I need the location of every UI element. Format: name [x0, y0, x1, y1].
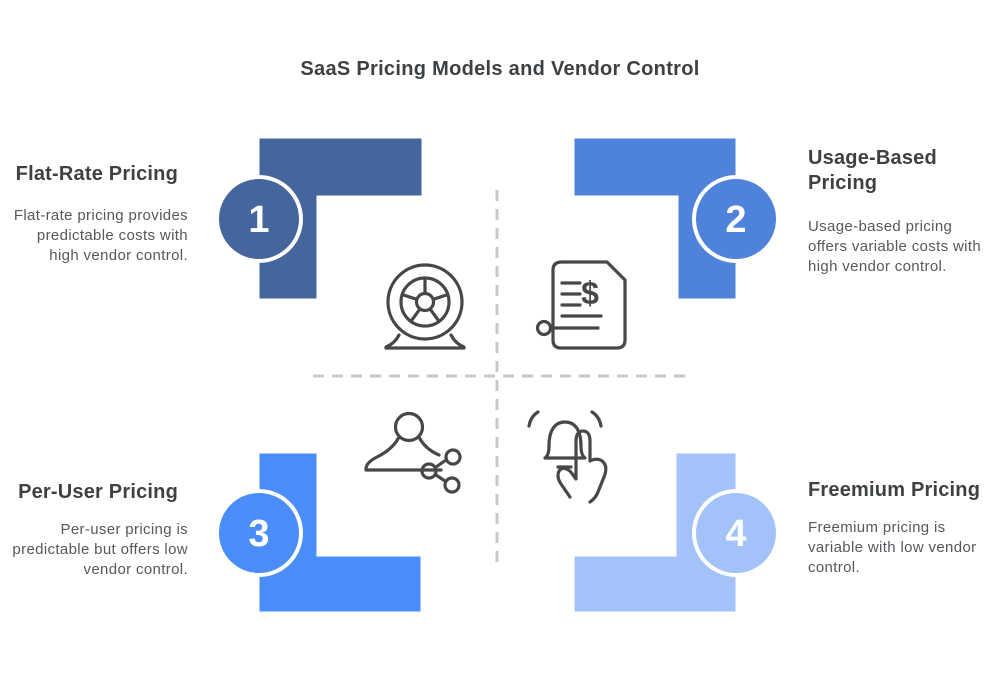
description-line: offers variable costs with [808, 238, 982, 255]
description-line: vendor control. [83, 561, 188, 578]
tire-icon [384, 263, 466, 350]
per-user-title: Per-User Pricing [18, 481, 178, 503]
usage-based-description: Usage-based pricing offers variable cost… [808, 217, 1000, 277]
badge-number-1: 1 [248, 199, 269, 241]
description-line: predictable but offers low [12, 541, 188, 558]
badge-circle-1 [215, 175, 303, 263]
flat-rate-title: Flat-Rate Pricing [15, 163, 178, 185]
description-line: control. [808, 559, 860, 576]
description-line: variable with low vendor [808, 539, 977, 556]
description-line: high vendor control. [49, 247, 188, 264]
flat-rate-description: Flat-rate pricing provides predictable c… [0, 206, 188, 266]
bell-press-icon [527, 410, 608, 504]
user-share-icon [364, 411, 462, 494]
freemium-description: Freemium pricing is variable with low ve… [808, 518, 1000, 578]
badge-number-4: 4 [725, 513, 746, 555]
badge-circle-3 [215, 489, 303, 577]
dollar-sign: $ [581, 275, 599, 311]
invoice-dollar-icon: $ [535, 260, 627, 350]
description-line: Flat-rate pricing provides [13, 207, 188, 224]
per-user-description: Per-user pricing is predictable but offe… [0, 520, 188, 580]
page-title: SaaS Pricing Models and Vendor Control [300, 58, 700, 80]
description-line: predictable costs with [36, 227, 188, 244]
badge-number-3: 3 [248, 513, 269, 555]
usage-based-shape [571, 135, 739, 302]
flat-rate-shape [256, 135, 425, 302]
description-line: Usage-based pricing [808, 218, 953, 235]
badge-number-2: 2 [725, 199, 746, 241]
description-line: high vendor control. [808, 258, 947, 275]
per-user-shape [256, 450, 424, 615]
description-line: Freemium pricing is [808, 519, 946, 536]
freemium-shape [571, 450, 739, 615]
usage-based-title: Usage-Based Pricing [808, 147, 937, 194]
badge-circle-4 [692, 489, 780, 577]
freemium-title: Freemium Pricing [808, 479, 981, 501]
description-line: Per-user pricing is [60, 521, 188, 538]
badge-circle-2 [692, 175, 780, 263]
